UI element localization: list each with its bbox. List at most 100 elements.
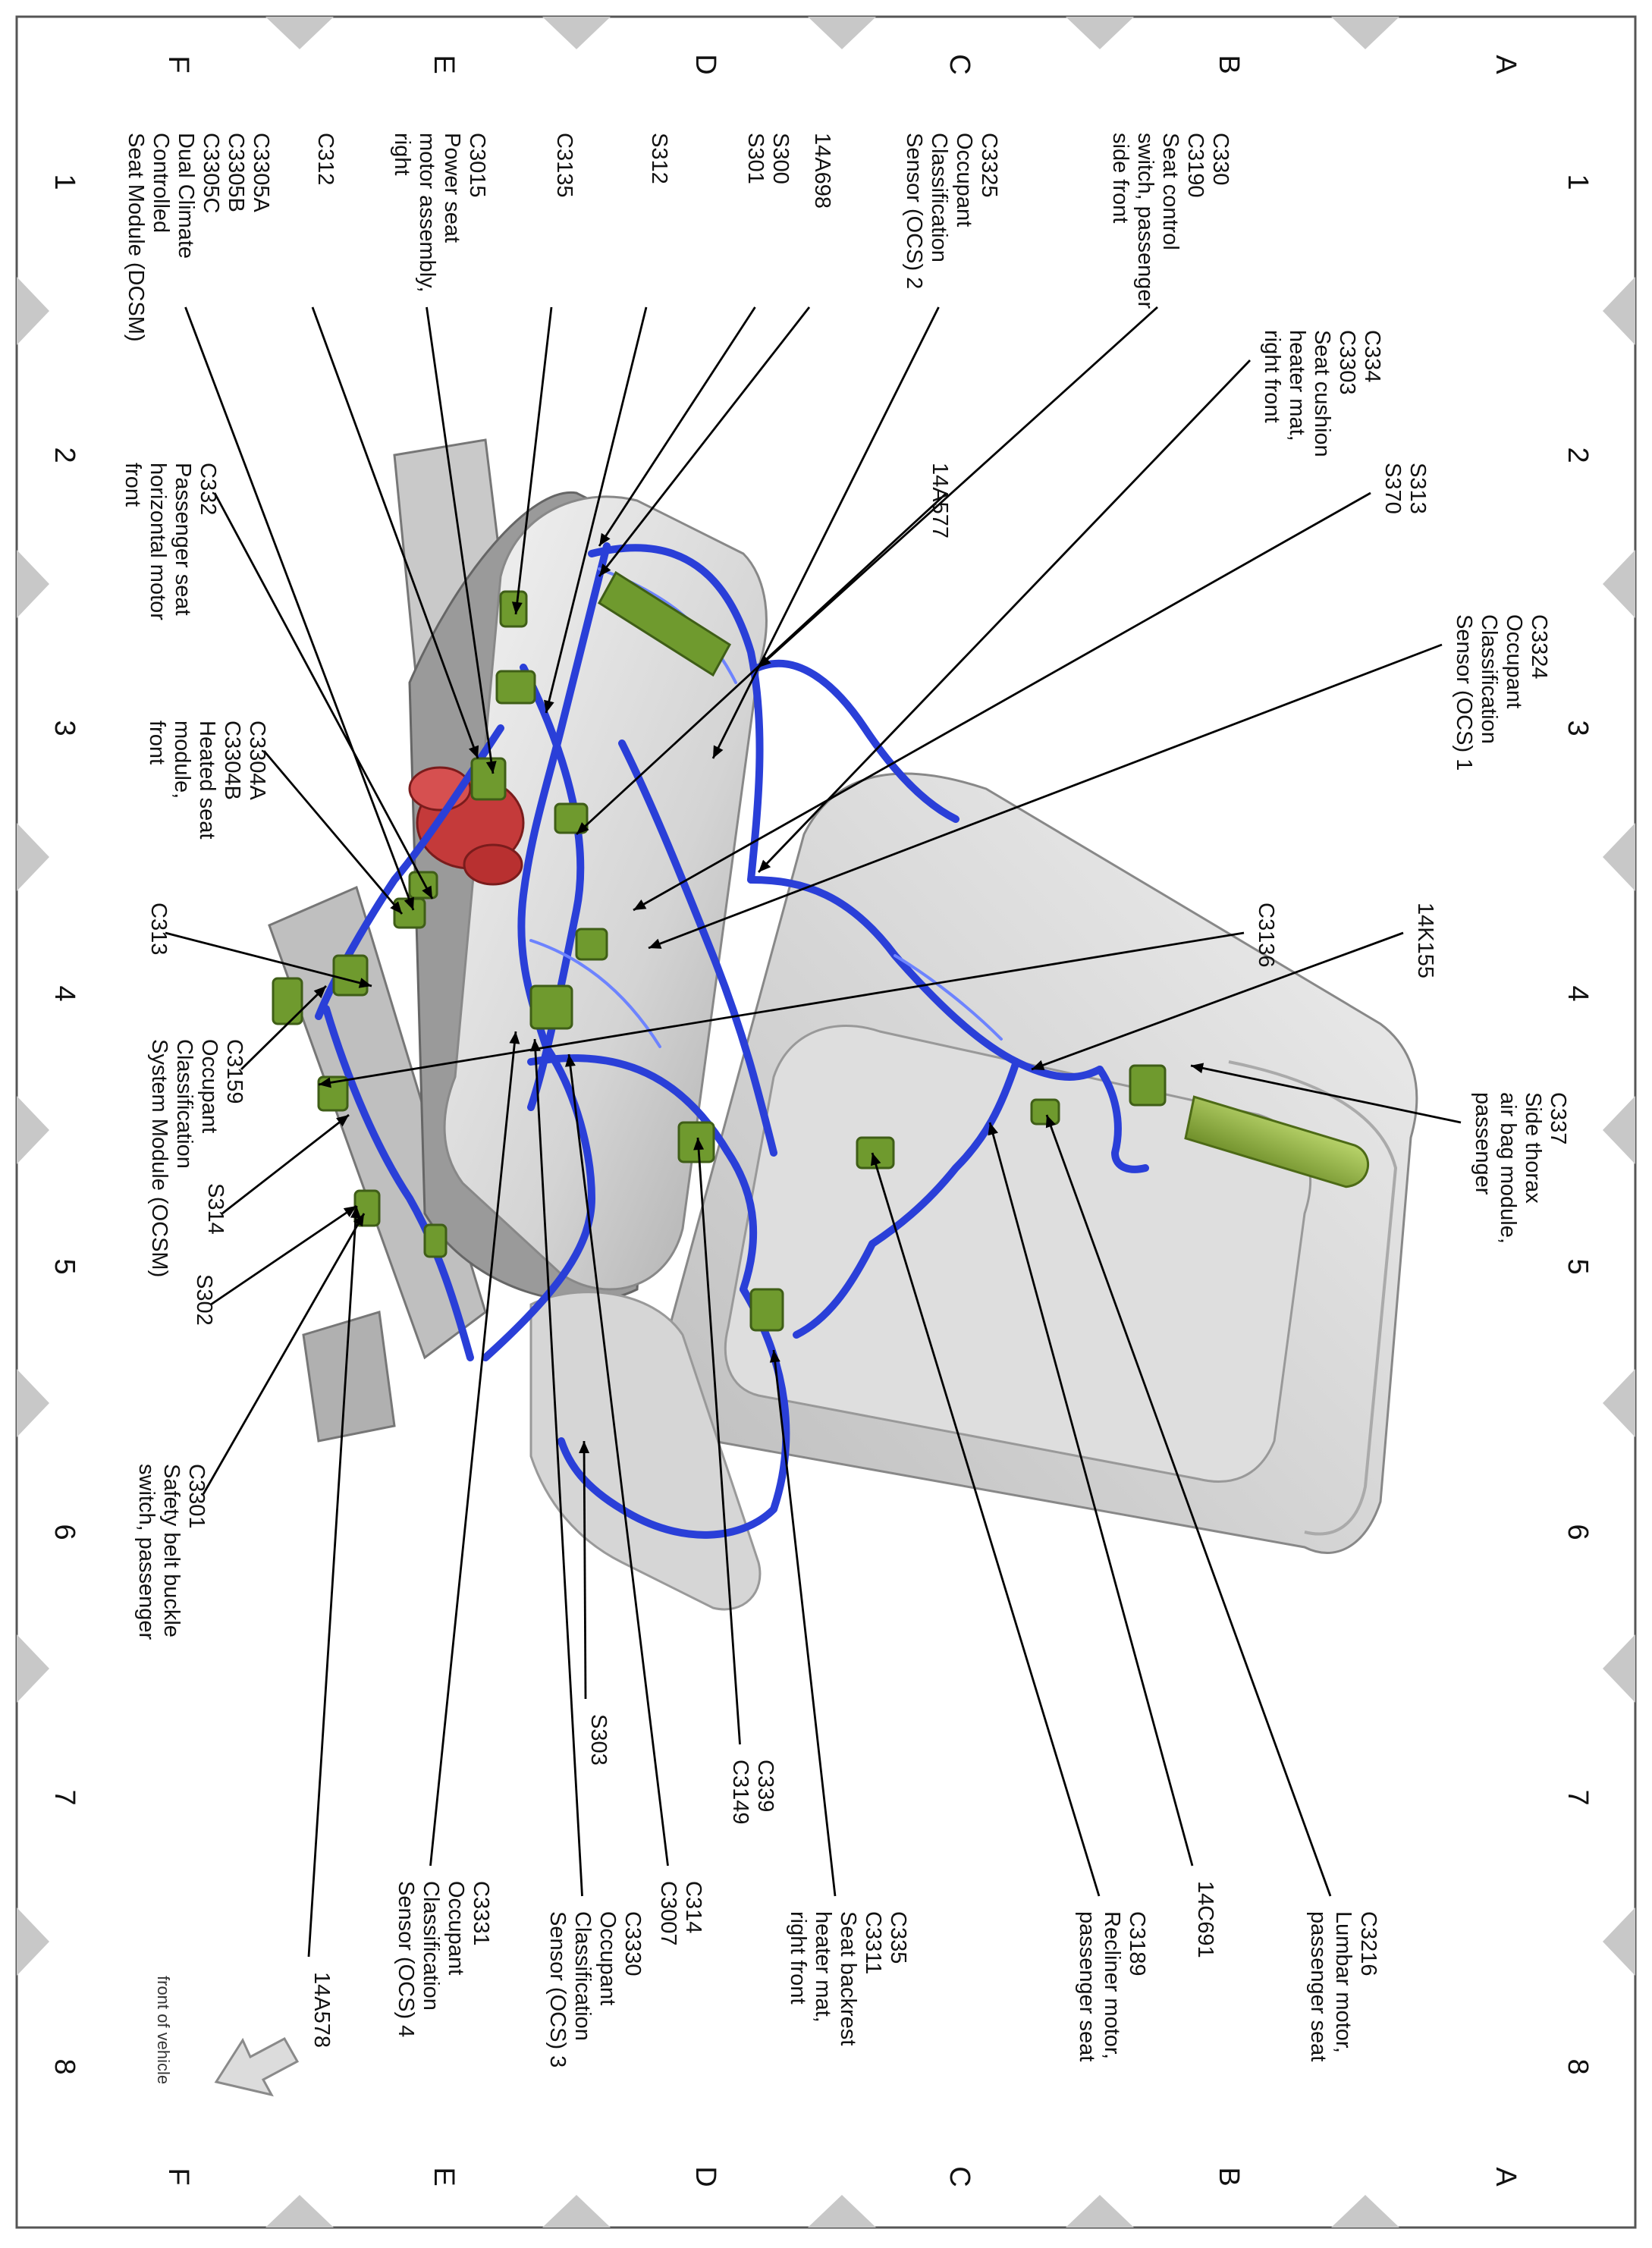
leader-line bbox=[202, 1213, 366, 1495]
leader-arrowhead bbox=[529, 1039, 541, 1052]
grid-row-label: E bbox=[428, 55, 460, 74]
callout-text: C3136 bbox=[1254, 903, 1278, 967]
leader-line bbox=[221, 1113, 350, 1215]
zone-chevron bbox=[17, 1369, 49, 1437]
leader-arrowhead bbox=[509, 1031, 520, 1044]
callout-text: C330 bbox=[1208, 133, 1233, 185]
grid-row-label: C bbox=[944, 2166, 975, 2187]
zone-markers bbox=[17, 17, 1635, 2228]
callout-text: C3324 bbox=[1527, 614, 1551, 679]
callout-text: C314 bbox=[681, 1881, 705, 1933]
side-airbag-module bbox=[1184, 1095, 1370, 1188]
callout-14a577: 14A577 bbox=[928, 463, 952, 538]
callout-text: C3149 bbox=[728, 1760, 752, 1824]
leader-arrowhead bbox=[1032, 1060, 1045, 1071]
callout-text: 14A577 bbox=[928, 463, 952, 538]
leader-line bbox=[213, 492, 434, 900]
callout-text: motor assembly, bbox=[415, 133, 439, 293]
leader-line bbox=[429, 1031, 517, 1867]
callout-text: System Module (OCSM) bbox=[147, 1039, 171, 1277]
callout-text: C337 bbox=[1546, 1092, 1570, 1144]
leader-line bbox=[318, 931, 1245, 1086]
grid-column-label: 8 bbox=[1562, 2058, 1594, 2074]
zone-chevron bbox=[17, 550, 49, 618]
leader-line bbox=[772, 1349, 837, 1897]
leader-line bbox=[988, 1122, 1194, 1867]
leader-line bbox=[711, 306, 940, 759]
callout-text: S301 bbox=[743, 133, 768, 184]
callout-c313: C313 bbox=[146, 903, 171, 955]
callout-14a578: 14A578 bbox=[309, 1972, 334, 2048]
leader-line bbox=[311, 306, 479, 759]
callout-text: C3190 bbox=[1183, 133, 1208, 197]
zone-chevron bbox=[1603, 823, 1635, 891]
callout-text: module, bbox=[170, 721, 194, 799]
callout-text: S300 bbox=[768, 133, 793, 184]
callout-text: Classification bbox=[927, 133, 951, 262]
callout-text: C3305B bbox=[224, 133, 248, 212]
zone-chevron bbox=[1603, 1907, 1635, 1976]
grid-column-label: 4 bbox=[1562, 985, 1594, 1001]
callout-text: Recliner motor, bbox=[1100, 1911, 1124, 2059]
zone-chevron bbox=[1603, 550, 1635, 618]
front-of-vehicle-label: front of vehicle bbox=[154, 1976, 173, 2084]
callout-text: C3305C bbox=[199, 133, 223, 213]
callout-text: C3301 bbox=[184, 1464, 209, 1528]
callout-text: switch, passenger bbox=[1133, 133, 1157, 309]
callout-text: 14C691 bbox=[1193, 1881, 1217, 1958]
callout-text: Lumbar motor, bbox=[1331, 1911, 1355, 2053]
leader-line bbox=[240, 985, 327, 1070]
leader-arrowhead bbox=[599, 532, 611, 546]
leader-arrowhead bbox=[404, 896, 414, 910]
leader-line bbox=[210, 1204, 357, 1306]
grid-column-label: 6 bbox=[49, 1524, 80, 1540]
callout-c3136: C3136 bbox=[1254, 903, 1278, 967]
leader-line bbox=[648, 643, 1443, 950]
leader-arrowhead bbox=[511, 601, 523, 614]
callout-text: Sensor (OCS) 2 bbox=[902, 133, 926, 289]
callout-s312: S312 bbox=[647, 133, 671, 184]
grid-column-label: 2 bbox=[49, 447, 80, 463]
callout-text: S303 bbox=[586, 1714, 611, 1766]
leader-line bbox=[262, 750, 404, 915]
leader-arrowhead bbox=[713, 745, 724, 758]
callout-text: Sensor (OCS) 1 bbox=[1452, 614, 1476, 771]
leader-arrowhead bbox=[390, 901, 402, 914]
callout-text: Classification bbox=[570, 1911, 595, 2041]
leader-arrowhead bbox=[769, 1350, 780, 1363]
callout-text: C3304B bbox=[220, 721, 244, 800]
callout-text: C3216 bbox=[1356, 1911, 1380, 1976]
callout-text: Power seat bbox=[440, 133, 464, 243]
callout-text: C3331 bbox=[469, 1881, 493, 1945]
callout-text: S314 bbox=[203, 1183, 228, 1235]
callout-text: Seat backrest bbox=[836, 1911, 860, 2045]
callout-text: front bbox=[145, 721, 169, 765]
leader-line bbox=[1031, 931, 1404, 1071]
callout-14a698: 14A698 bbox=[810, 133, 834, 209]
leader-arrowhead bbox=[358, 978, 372, 988]
leader-line bbox=[576, 491, 947, 836]
callout-text: S370 bbox=[1380, 463, 1405, 514]
leader-arrowhead bbox=[633, 900, 647, 910]
callout-text: passenger seat bbox=[1306, 1911, 1330, 2061]
grid-column-label: 1 bbox=[1562, 174, 1594, 190]
callout-text: Occupant bbox=[197, 1039, 221, 1133]
leader-line bbox=[633, 491, 1371, 912]
leader-arrowhead bbox=[870, 1153, 881, 1166]
callout-text: Seat Module (DCSM) bbox=[124, 133, 148, 342]
callout-text: C3305A bbox=[249, 133, 273, 212]
grid-row-label: C bbox=[944, 54, 975, 74]
leader-line bbox=[1045, 1114, 1332, 1897]
callout-text: Classification bbox=[172, 1039, 196, 1169]
